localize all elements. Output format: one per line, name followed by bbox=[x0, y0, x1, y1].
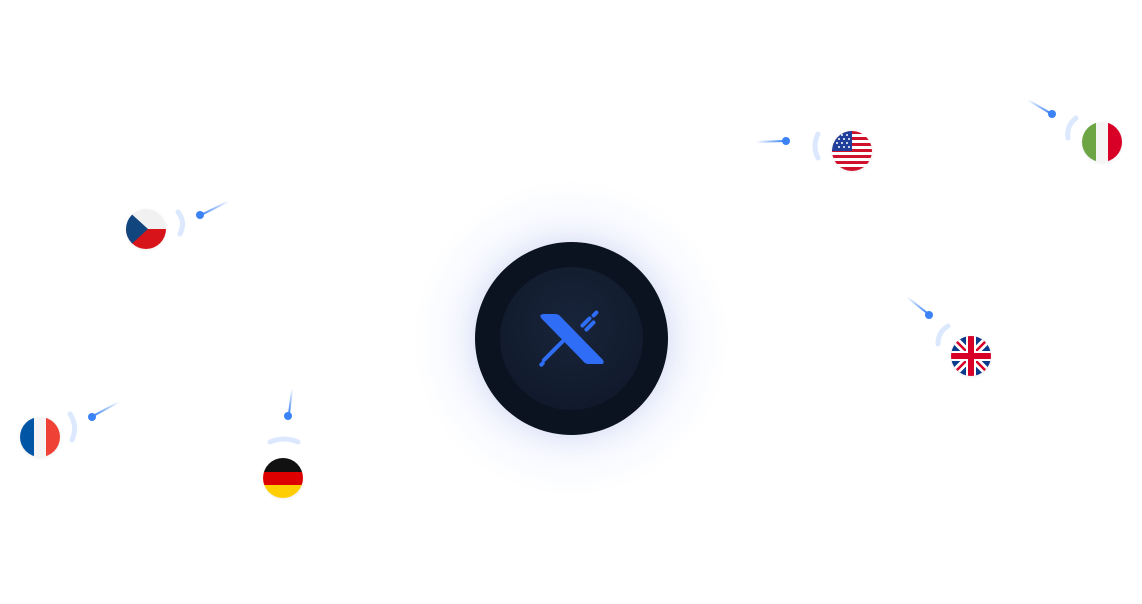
trail-italy bbox=[1027, 99, 1079, 141]
trail-czech bbox=[175, 200, 230, 237]
trail-uk bbox=[906, 296, 951, 347]
czech-flag-icon bbox=[126, 209, 166, 249]
trail-france bbox=[67, 401, 120, 443]
x-lines-icon bbox=[539, 310, 604, 367]
trail-us bbox=[755, 131, 821, 161]
us-flag-icon bbox=[832, 131, 872, 171]
italian-flag-icon bbox=[1082, 122, 1122, 162]
french-flag-icon bbox=[20, 417, 60, 457]
uk-flag-icon bbox=[951, 336, 991, 376]
german-flag-icon bbox=[263, 458, 303, 498]
trail-germany bbox=[267, 388, 301, 445]
